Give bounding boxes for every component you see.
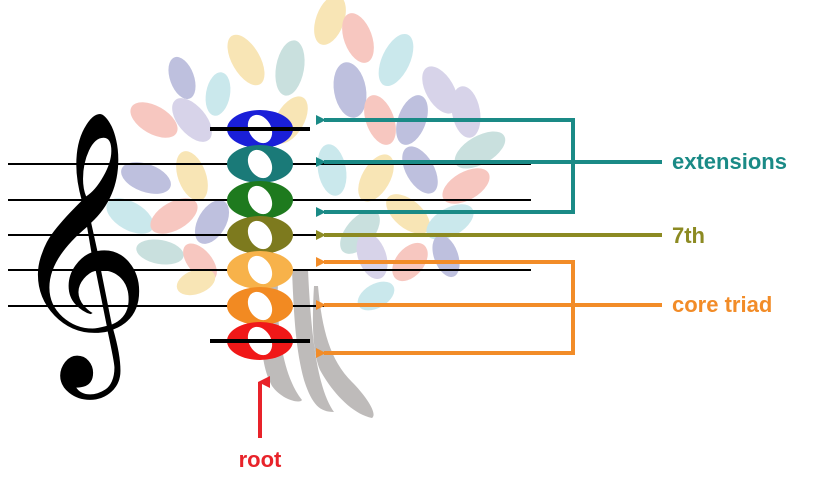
svg-text:𝄞: 𝄞 [9,107,151,400]
extensions-bracket [316,115,662,217]
note-head [227,251,293,289]
chord-notes [210,110,310,360]
extensions-label: extensions [672,149,787,174]
tree-background-graphic [106,0,506,418]
core-triad-label: core triad [672,292,772,317]
note-head [227,287,293,325]
seventh-label: 7th [672,223,705,248]
note-head [227,216,293,254]
core-triad-bracket [316,257,662,358]
treble-clef-icon: 𝄞 [9,107,151,400]
note-head [227,181,293,219]
root-label: root [239,447,282,472]
note-head [227,145,293,183]
